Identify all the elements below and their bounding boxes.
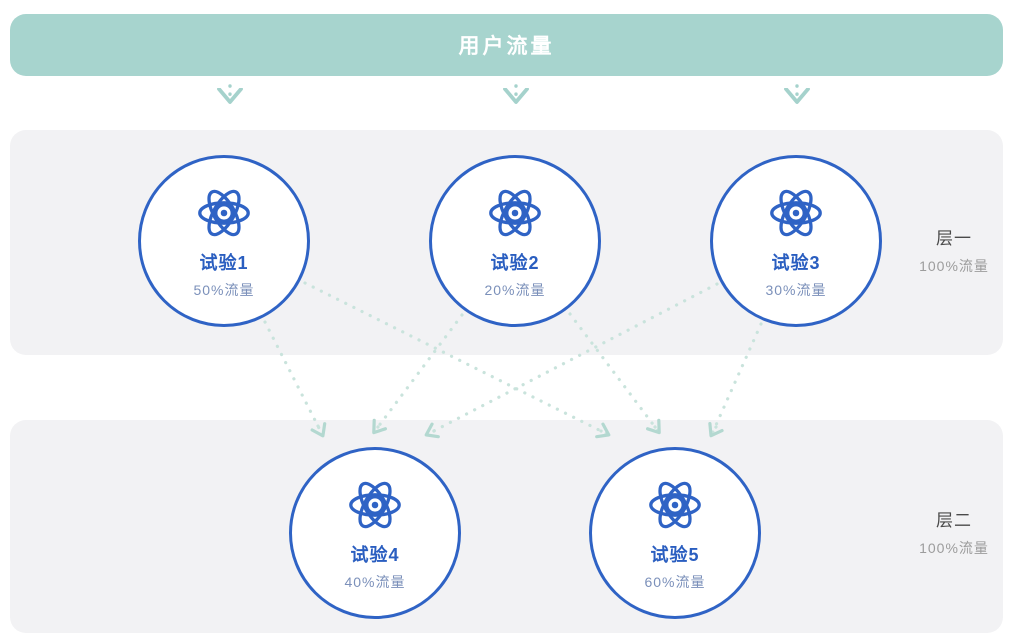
user-traffic-banner: 用户流量 xyxy=(10,14,1003,76)
layer-2-side-label: 层二 100%流量 xyxy=(905,506,1003,558)
experiment-name: 试验3 xyxy=(771,253,821,273)
experiment-node-4: 试验4 40%流量 xyxy=(289,447,461,619)
experiment-node-2: 试验2 20%流量 xyxy=(429,155,601,327)
layer-traffic: 100%流量 xyxy=(919,540,989,556)
layer-name: 层一 xyxy=(936,229,972,248)
experiment-name: 试验4 xyxy=(350,545,400,565)
experiment-name: 试验1 xyxy=(199,253,249,273)
experiment-traffic: 60%流量 xyxy=(644,574,706,590)
experiment-node-5: 试验5 60%流量 xyxy=(589,447,761,619)
layer-traffic: 100%流量 xyxy=(919,258,989,274)
user-traffic-label: 用户流量 xyxy=(458,35,555,58)
experiment-name: 试验5 xyxy=(650,545,700,565)
banner-down-arrow-icons xyxy=(230,84,797,101)
experiment-name: 试验2 xyxy=(490,253,540,273)
experiment-traffic: 50%流量 xyxy=(193,282,255,298)
experiment-traffic: 30%流量 xyxy=(765,282,827,298)
experiment-traffic: 40%流量 xyxy=(344,574,406,590)
layer-1-side-label: 层一 100%流量 xyxy=(905,224,1003,276)
experiment-node-1: 试验1 50%流量 xyxy=(138,155,310,327)
experiment-traffic: 20%流量 xyxy=(484,282,546,298)
atom-icon xyxy=(193,182,255,244)
experiment-node-3: 试验3 30%流量 xyxy=(710,155,882,327)
atom-icon xyxy=(344,474,406,536)
atom-icon xyxy=(484,182,546,244)
atom-icon xyxy=(644,474,706,536)
layer-name: 层二 xyxy=(936,511,972,530)
layer-2-panel xyxy=(10,420,1003,633)
atom-icon xyxy=(765,182,827,244)
